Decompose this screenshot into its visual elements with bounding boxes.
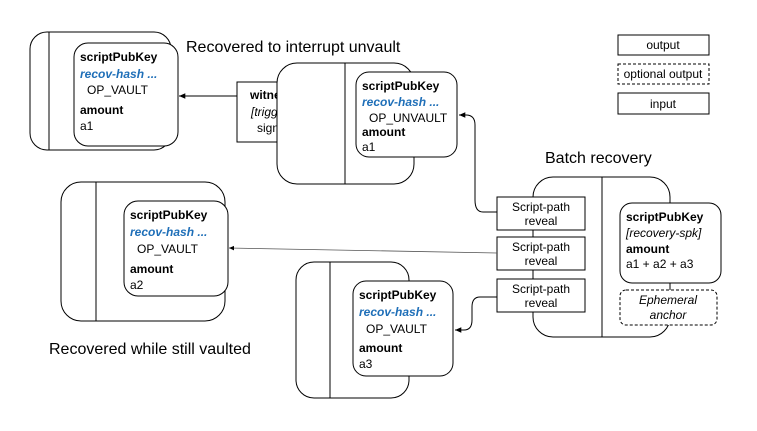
reveal-inputs: Script-path reveal Script-path reveal Sc… [496,196,586,313]
output-bottom-mid-opcode: OP_VAULT [366,322,428,336]
tx-mid-left: scriptPubKey recov-hash ... OP_VAULT amo… [60,181,229,322]
arrow-reveal1-to-unvault [459,112,497,213]
legend: output optional output input [617,34,710,115]
reveal-2-line2: reveal [525,254,558,268]
arrow-reveal2-to-mid-left [228,245,498,254]
reveal-3-line2: reveal [525,296,558,310]
ephemeral-anchor-line2: anchor [650,308,688,322]
legend-output-label: output [646,38,680,52]
output-bottom-mid-amount: a3 [359,357,373,371]
output-top-left-hash: recov-hash ... [80,67,157,81]
legend-input-box [617,92,710,115]
output-top-mid-hash: recov-hash ... [362,95,439,109]
output-top-mid-amount-label: amount [362,125,405,139]
output-mid-left-amount-label: amount [130,262,173,276]
legend-input-label: input [650,97,677,111]
output-bottom-mid-amount-label: amount [359,341,402,355]
batch-recovery-title: Batch recovery [545,150,652,167]
reveal-box-1 [496,196,586,231]
arrow-reveal3-to-bottom-mid [455,296,497,333]
output-batch-amount-label: amount [626,242,669,256]
output-top-left-amount-label: amount [80,103,123,117]
still-vaulted-title: Recovered while still vaulted [49,341,251,358]
reveal-1-line2: reveal [525,214,558,228]
output-top-mid-opcode: OP_UNVAULT [369,111,448,125]
reveal-3-line1: Script-path [512,282,570,296]
tx-top-left: scriptPubKey recov-hash ... OP_VAULT amo… [29,31,179,151]
interrupt-unvault-title: Recovered to interrupt unvault [186,39,401,56]
output-batch-spk: [recovery-spk] [625,226,702,240]
reveal-2-line1: Script-path [512,240,570,254]
output-batch [619,202,722,284]
legend-output-box [617,34,710,56]
output-top-left-spk-label: scriptPubKey [80,50,158,64]
output-top-mid [355,71,458,158]
reveal-box-2 [496,236,586,271]
ephemeral-anchor-output [619,289,718,326]
ephemeral-anchor-line1: Ephemeral [639,293,697,307]
legend-optional-output-label: optional output [624,67,703,81]
output-top-left-amount: a1 [80,119,94,133]
output-bottom-mid [352,280,454,377]
output-batch-spk-label: scriptPubKey [626,210,704,224]
output-top-mid-spk-label: scriptPubKey [362,79,440,93]
output-top-mid-amount: a1 [362,140,376,154]
output-mid-left-opcode: OP_VAULT [137,242,199,256]
reveal-1-line1: Script-path [512,200,570,214]
output-bottom-mid-spk-label: scriptPubKey [359,288,437,302]
tx-top-mid: scriptPubKey recov-hash ... OP_UNVAULT a… [276,62,458,185]
reveal-box-3 [496,278,586,313]
output-top-left-opcode: OP_VAULT [87,83,149,97]
legend-optional-output-box [617,63,710,85]
output-bottom-mid-hash: recov-hash ... [359,305,436,319]
output-mid-left-spk-label: scriptPubKey [130,208,208,222]
output-mid-left-hash: recov-hash ... [130,225,207,239]
output-top-left [73,42,179,147]
output-mid-left [123,200,229,297]
output-batch-amount: a1 + a2 + a3 [626,257,694,271]
output-mid-left-amount: a2 [130,278,144,292]
tx-bottom-mid: scriptPubKey recov-hash ... OP_VAULT amo… [295,261,454,399]
